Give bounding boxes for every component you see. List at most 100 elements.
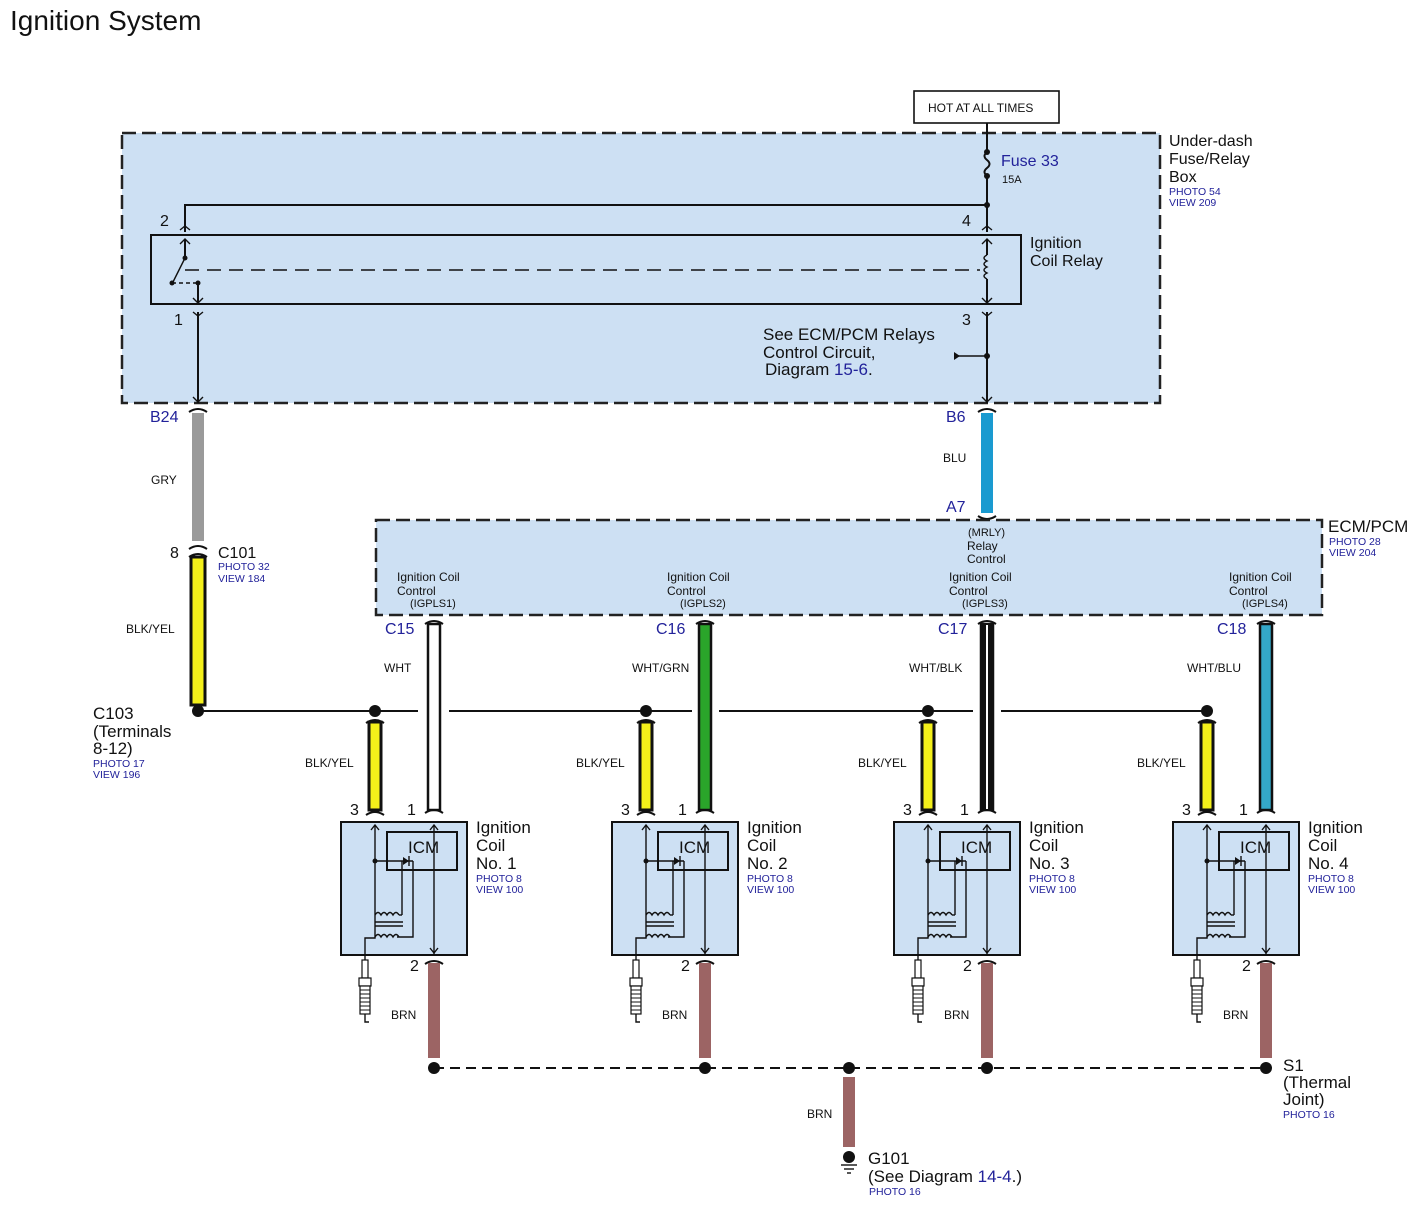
ecm-photo: PHOTO 28 (1329, 536, 1381, 548)
ground-icon (841, 1151, 857, 1174)
wire-brn (981, 963, 993, 1058)
wire-label-gnd: BRN (944, 1008, 969, 1022)
relay-coil-icon (981, 238, 993, 304)
spark-plug-icon (911, 959, 925, 1023)
coil-label-1: Ignition (1308, 818, 1363, 837)
wire-ctrl-4 (1258, 622, 1274, 812)
pin-power: 3 (1182, 802, 1191, 819)
wire-ctrl-2 (697, 622, 713, 812)
coil-photo: PHOTO 8 (476, 873, 522, 885)
icm-label: ICM (408, 838, 439, 857)
ecm-relay-ctrl-1: (MRLY) (968, 527, 1005, 539)
primary-coil-icon (1206, 911, 1232, 917)
diode-icon (674, 857, 680, 865)
wire-blu (981, 413, 993, 513)
coil-label-3: No. 4 (1308, 854, 1349, 873)
coil-label-2: Coil (747, 836, 776, 855)
s1-line3: Joint) (1283, 1090, 1325, 1109)
coil-view: VIEW 100 (476, 884, 523, 896)
pin-gnd: 2 (410, 958, 419, 975)
wire-brn (428, 963, 440, 1058)
ecm-output-label-2: Control (667, 584, 706, 598)
coil-body (611, 821, 739, 956)
pin-ctrl: 1 (960, 802, 969, 819)
coil-body (893, 821, 1021, 956)
diagram-14-4-link[interactable]: 14-4 (978, 1167, 1012, 1186)
icm-label: ICM (679, 838, 710, 857)
ecm-view: VIEW 204 (1329, 547, 1376, 559)
wire-brn-g101 (843, 1077, 855, 1147)
secondary-coil-icon (927, 933, 953, 939)
pin-ctrl: 1 (1239, 802, 1248, 819)
ecm-relay-ctrl-2: Relay (967, 539, 998, 553)
wire-label-ctrl: WHT/BLU (1187, 661, 1241, 675)
c103-photo: PHOTO 17 (93, 758, 145, 770)
fuse-box-name-2: Fuse/Relay (1169, 151, 1250, 168)
bus-junction (369, 705, 381, 717)
conn-c15: C15 (385, 621, 414, 638)
coil-body (1172, 821, 1300, 956)
pin-gnd: 2 (963, 958, 972, 975)
power-source-label: HOT AT ALL TIMES (913, 90, 1060, 124)
pin-gnd: 2 (1242, 958, 1251, 975)
pin-power: 3 (621, 802, 630, 819)
diode-icon (956, 857, 962, 865)
coil-label-2: Coil (1029, 836, 1058, 855)
icm-label: ICM (1240, 838, 1271, 857)
icm-module (386, 831, 458, 871)
relay-label-2: Coil Relay (1030, 253, 1103, 270)
ecm-output-code: (IGPLS1) (410, 598, 456, 610)
conn-a7: A7 (946, 499, 966, 516)
coil-label-1: Ignition (1029, 818, 1084, 837)
coil-label-1: Ignition (747, 818, 802, 837)
coil-view: VIEW 100 (747, 884, 794, 896)
wire-blk-yel-main (189, 555, 207, 707)
wire-brn (699, 963, 711, 1058)
page-title: Ignition System (10, 5, 201, 36)
ecm-output-label-2: Control (1229, 584, 1268, 598)
wire-brn (1260, 963, 1272, 1058)
fuse-label: Fuse 33 (1001, 153, 1059, 170)
secondary-coil-icon (1206, 933, 1232, 939)
conn-c18: C18 (1217, 621, 1246, 638)
relay-label-1: Ignition (1030, 235, 1082, 252)
diagram-15-6-link[interactable]: 15-6 (834, 360, 868, 379)
wire-power (638, 720, 654, 812)
pin-gnd: 2 (681, 958, 690, 975)
pin-power: 3 (903, 802, 912, 819)
bus-junction (640, 705, 652, 717)
see-note-3: Diagram 15-6. (765, 360, 873, 379)
diode-icon (1235, 857, 1241, 865)
primary-coil-icon (927, 911, 953, 917)
wire-label-blk-yel-main: BLK/YEL (126, 622, 175, 636)
wire-label-gry: GRY (151, 473, 177, 487)
fuse-box-name-1: Under-dash (1169, 133, 1253, 150)
ecm-output-code: (IGPLS2) (680, 598, 726, 610)
bus-junction (922, 705, 934, 717)
fuse-box-name-3: Box (1169, 169, 1197, 186)
coil-view: VIEW 100 (1308, 884, 1355, 896)
relay-pin-2: 2 (160, 213, 169, 230)
conn-c17: C17 (938, 621, 967, 638)
ground-junction (1260, 1062, 1272, 1074)
conn-c16: C16 (656, 621, 685, 638)
ecm-output-label-2: Control (949, 584, 988, 598)
icm-label: ICM (961, 838, 992, 857)
relay-pin-3: 3 (962, 312, 971, 329)
wire-label-ctrl: WHT/BLK (909, 661, 962, 675)
ground-junction (699, 1062, 711, 1074)
s1-line2: (Thermal (1283, 1073, 1351, 1092)
wire-power (920, 720, 936, 812)
c103-view: VIEW 196 (93, 769, 140, 781)
ecm-output-label-1: Ignition Coil (397, 570, 460, 584)
see-note-2: Control Circuit, (763, 343, 875, 362)
icm-module (939, 831, 1011, 871)
wire-gry (192, 413, 204, 541)
secondary-coil-icon (645, 933, 671, 939)
